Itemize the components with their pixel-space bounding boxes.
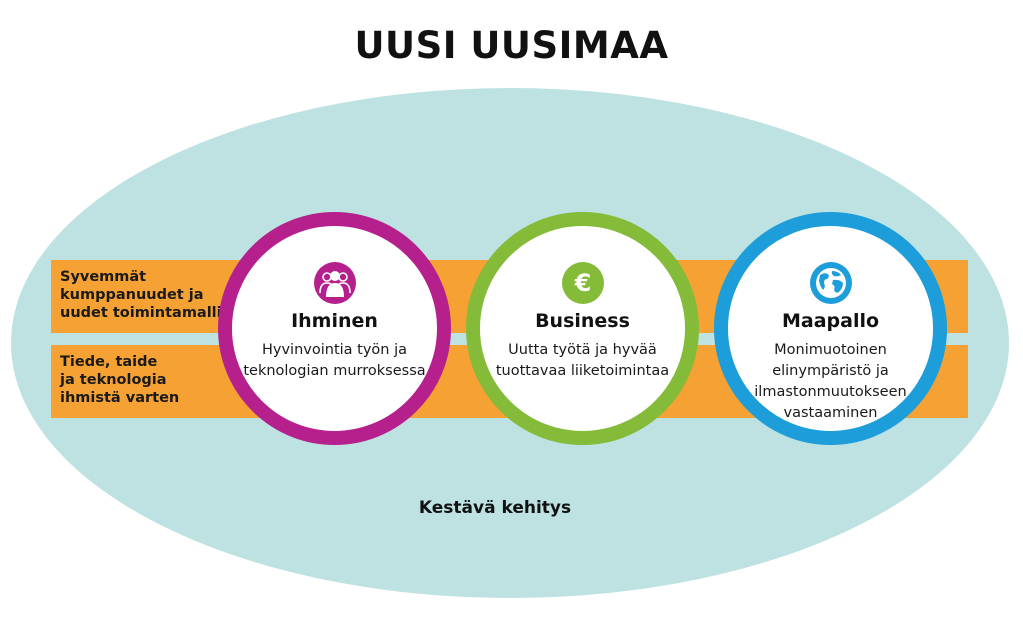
pillar-text: Hyvinvointia työn ja teknologian murroks… <box>243 342 426 379</box>
people-icon <box>314 262 356 304</box>
band-label-science-art-technology: Tiede, taide ja teknologia ihmistä varte… <box>60 354 180 406</box>
euro-glyph: € <box>574 269 592 297</box>
band-label-partnerships: Syvemmät kumppanuudet ja uudet toimintam… <box>60 269 229 321</box>
pillar-text: Monimuotoinen elinympäristö ja ilmastonm… <box>754 342 907 421</box>
euro-icon: € <box>562 262 604 304</box>
pillar-ihminen: Ihminen Hyvinvointia työn ja teknologian… <box>218 212 451 445</box>
pillar-business: € Business Uutta työtä ja hyvää tuottava… <box>466 212 699 445</box>
page-title: UUSI UUSIMAA <box>354 24 669 67</box>
pillar-title: Business <box>535 310 630 332</box>
pillar-title: Maapallo <box>781 310 880 332</box>
pillar-text: Uutta työtä ja hyvää tuottavaa liiketoim… <box>495 342 670 379</box>
footer-label: Kestävä kehitys <box>418 498 572 518</box>
pillar-title: Ihminen <box>291 310 378 332</box>
globe-icon <box>810 262 852 304</box>
pillar-maapallo: Maapallo Monimuotoinen elinympäristö ja … <box>714 212 947 445</box>
